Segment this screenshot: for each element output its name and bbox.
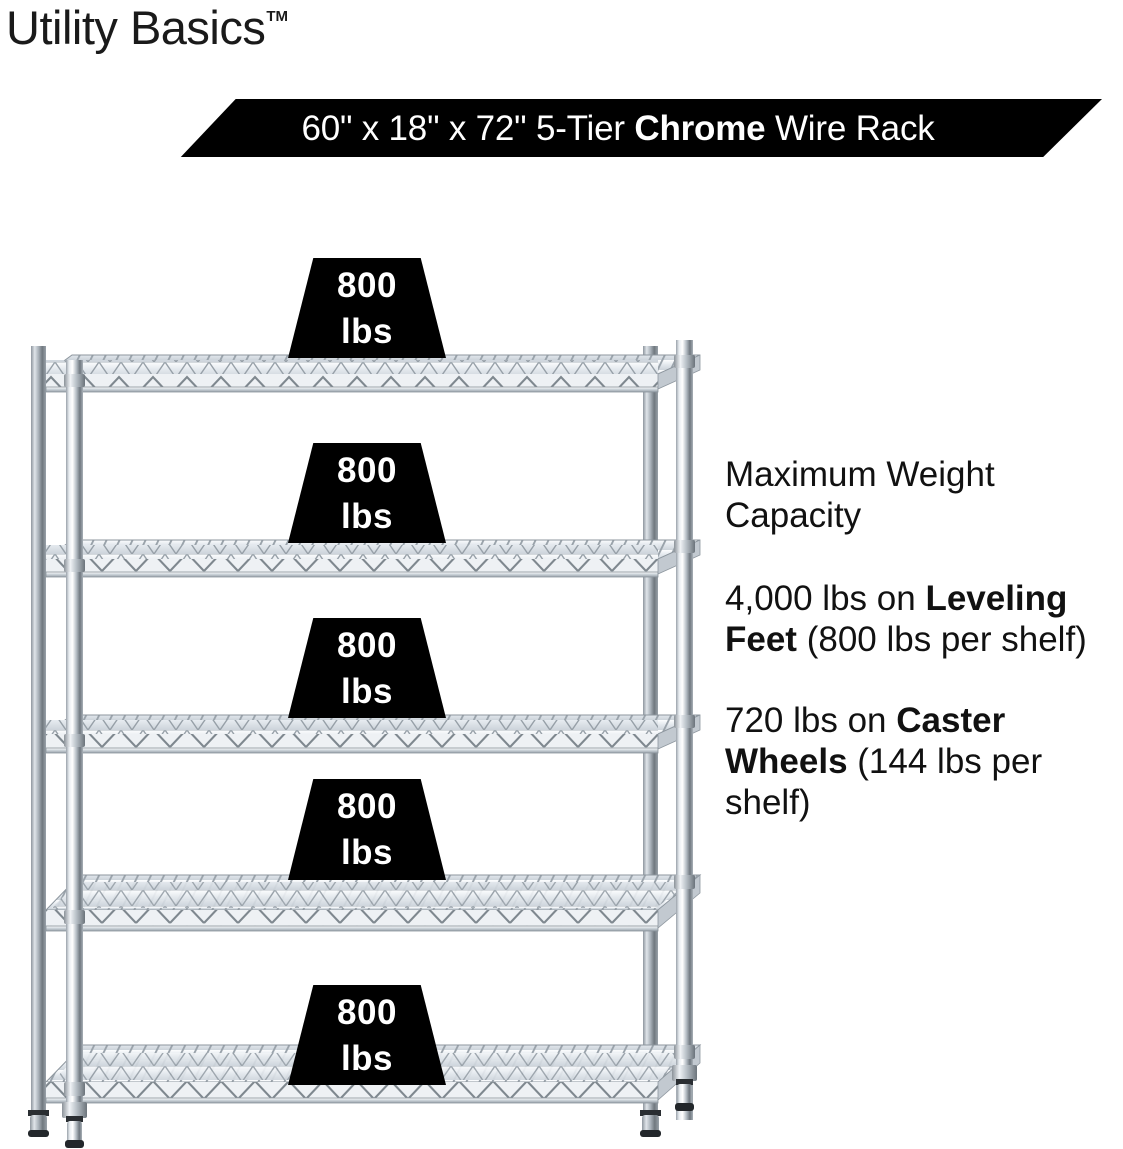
capacity-copy-block: Maximum Weight Capacity 4,000 lbs on Lev… bbox=[725, 455, 1123, 864]
weight-badge-unit: lbs bbox=[340, 1038, 394, 1078]
shelf-tier-1 bbox=[44, 354, 701, 393]
caster-wheels-emphasis: Caster Wheels bbox=[725, 700, 1006, 781]
weight-badge-number: 800 bbox=[337, 265, 397, 305]
weight-badge-number: 800 bbox=[337, 625, 397, 665]
leveling-feet-lead: 4,000 lbs on bbox=[725, 578, 926, 618]
leveling-foot-rear-left bbox=[28, 1110, 49, 1137]
banner-product: Wire Rack bbox=[774, 108, 935, 148]
weight-badge-tier-2: 800 lbs bbox=[288, 443, 446, 543]
weight-badge-tier-5: 800 lbs bbox=[288, 985, 446, 1085]
leveling-feet-detail: (800 lbs per shelf) bbox=[796, 619, 1087, 659]
caster-wheels-lead: 720 lbs on bbox=[725, 700, 897, 740]
brand-name: Utility Basics bbox=[6, 1, 266, 54]
banner-material: Chrome bbox=[634, 108, 766, 148]
weight-badge-tier-1: 800 lbs bbox=[288, 258, 446, 358]
product-title-banner: 60" x 18" x 72" 5-Tier Chrome Wire Rack bbox=[180, 99, 1102, 157]
shelf-tier-3 bbox=[44, 714, 701, 754]
weight-badge-tier-4: 800 lbs bbox=[288, 779, 446, 880]
shelf-tier-2 bbox=[44, 539, 701, 578]
brand-title: Utility BasicsTM bbox=[6, 1, 289, 54]
leveling-feet-emphasis: Leveling Feet bbox=[725, 578, 1068, 659]
leveling-foot-front-left bbox=[62, 1102, 87, 1148]
weight-badge-unit: lbs bbox=[340, 833, 394, 872]
weight-badge-number: 800 bbox=[337, 992, 397, 1032]
weight-badge-number: 800 bbox=[337, 787, 397, 826]
weight-badge-unit: lbs bbox=[340, 311, 394, 351]
banner-dimensions: 60" x 18" x 72" bbox=[301, 108, 527, 148]
rack-post-front-left bbox=[64, 360, 85, 1120]
shelf-tier-4 bbox=[44, 874, 702, 932]
leveling-foot-front-right bbox=[672, 1065, 697, 1111]
product-title-text: 60" x 18" x 72" 5-Tier Chrome Wire Rack bbox=[301, 111, 934, 146]
capacity-heading: Maximum Weight Capacity bbox=[725, 455, 995, 535]
caster-wheels-capacity: 720 lbs on Caster Wheels (144 lbs per sh… bbox=[725, 701, 1123, 824]
rack-post-rear-left bbox=[31, 346, 46, 1116]
weight-badge-unit: lbs bbox=[340, 496, 394, 536]
weight-badge-number: 800 bbox=[337, 450, 397, 490]
banner-tiers: 5-Tier bbox=[535, 108, 625, 148]
trademark-symbol: TM bbox=[266, 8, 289, 26]
weight-badge-unit: lbs bbox=[340, 671, 394, 711]
leveling-feet-capacity: 4,000 lbs on Leveling Feet (800 lbs per … bbox=[725, 579, 1123, 661]
caster-wheels-detail: (144 lbs per shelf) bbox=[725, 741, 1043, 822]
weight-badge-tier-3: 800 lbs bbox=[288, 618, 446, 718]
rack-post-front-right bbox=[674, 340, 695, 1120]
leveling-foot-rear-right bbox=[640, 1110, 661, 1137]
